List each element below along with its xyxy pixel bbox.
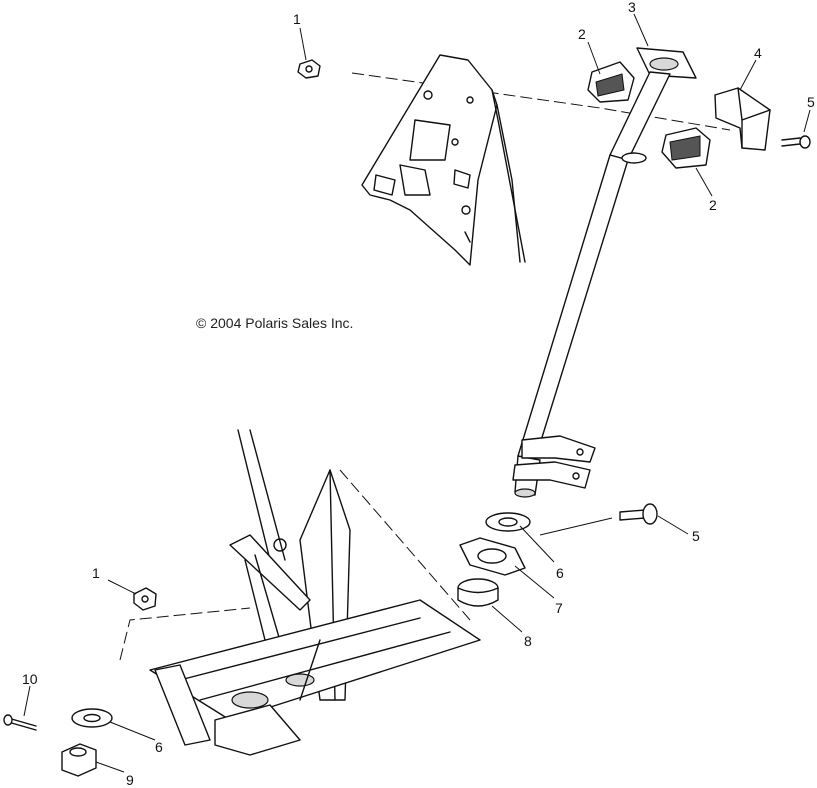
callout-6-lower: 6	[155, 739, 163, 755]
callout-10: 10	[22, 671, 38, 687]
callout-9: 9	[126, 772, 134, 788]
callout-8: 8	[524, 633, 532, 649]
washer-6-upper	[485, 512, 531, 532]
callout-2-upper: 2	[578, 26, 586, 42]
callout-5-upper: 5	[807, 94, 815, 110]
flange-plate-7	[459, 537, 526, 576]
callout-1-upper: 1	[293, 11, 301, 27]
bolt-lower	[619, 503, 658, 525]
nut-lower	[133, 587, 157, 611]
callout-7: 7	[555, 600, 563, 616]
callout-1-lower: 1	[92, 565, 100, 581]
clamp-half-lower	[661, 127, 711, 169]
leader-lines	[23, 13, 811, 773]
callout-4: 4	[754, 45, 762, 61]
cotter-pin	[3, 714, 37, 731]
bushing-8	[457, 578, 499, 607]
nut-upper	[297, 59, 321, 79]
copyright-notice: © 2004 Polaris Sales Inc.	[196, 315, 354, 331]
mount-bracket	[714, 87, 771, 151]
callout-3: 3	[628, 0, 636, 15]
clamp-half-upper	[587, 61, 635, 103]
bolt-upper	[781, 135, 811, 149]
upper-frame-bracket	[361, 54, 526, 266]
callout-6-upper: 6	[556, 565, 564, 581]
castle-nut	[61, 743, 97, 777]
steering-post	[512, 47, 697, 498]
washer-6-lower	[71, 708, 113, 728]
alignment-lines	[119, 72, 731, 661]
callout-2-lower: 2	[709, 197, 717, 213]
lower-frame	[149, 429, 481, 756]
callout-5-lower: 5	[692, 528, 700, 544]
